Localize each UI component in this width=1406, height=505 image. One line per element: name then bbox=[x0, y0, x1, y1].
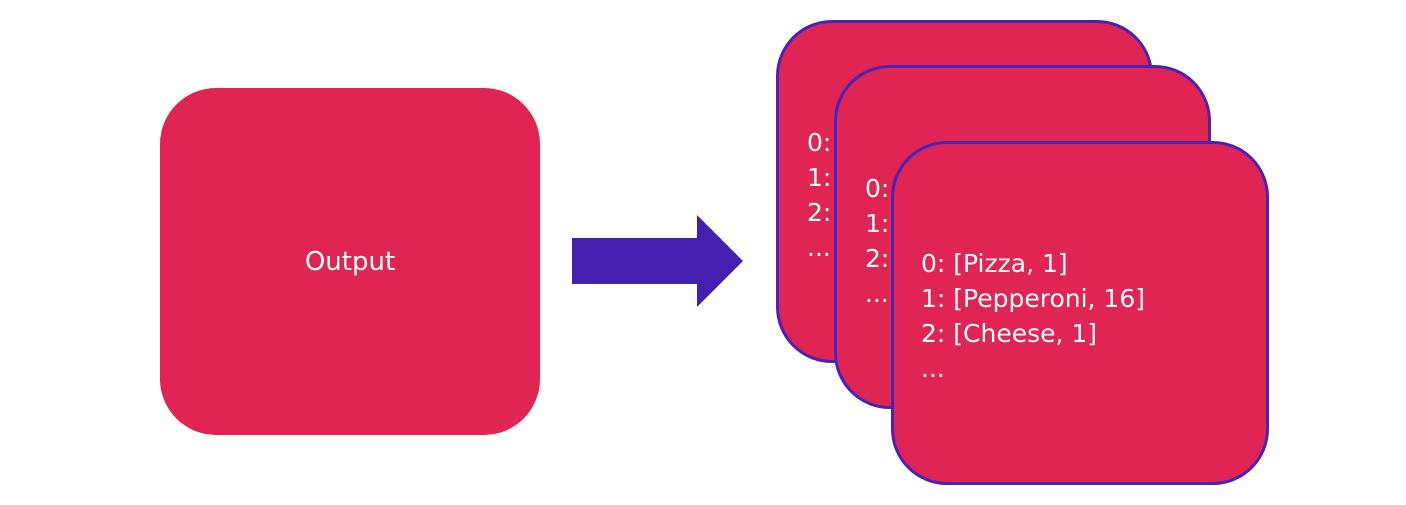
card-lines: 0: [Pizza, 1] 1: [Pepperoni, 16] 2: [Chees… bbox=[921, 246, 1145, 386]
card-line: 1: bbox=[807, 163, 832, 192]
output-box: Output bbox=[160, 88, 540, 435]
right-arrow-icon bbox=[572, 215, 743, 307]
card-line: ... bbox=[807, 233, 831, 262]
stacked-card-front: 0: [Pizza, 1] 1: [Pepperoni, 16] 2: [Chees… bbox=[891, 141, 1269, 485]
card-line: 2: bbox=[807, 198, 832, 227]
card-line: 0: bbox=[865, 174, 890, 203]
output-label: Output bbox=[304, 246, 396, 277]
card-lines: 0: 1: 2:... bbox=[865, 171, 889, 311]
card-line: 0: [Pizza, 1] bbox=[921, 249, 1068, 278]
card-line: 1: bbox=[865, 209, 890, 238]
card-line: 1: [Pepperoni, 16] bbox=[921, 284, 1145, 313]
card-line: ... bbox=[865, 279, 889, 308]
card-line: ... bbox=[921, 354, 945, 383]
card-line: 2: bbox=[865, 244, 890, 273]
card-line: 2: [Cheese, 1] bbox=[921, 319, 1098, 348]
card-lines: 0: 1: 2:... bbox=[807, 125, 831, 265]
card-line: 0: bbox=[807, 128, 832, 157]
